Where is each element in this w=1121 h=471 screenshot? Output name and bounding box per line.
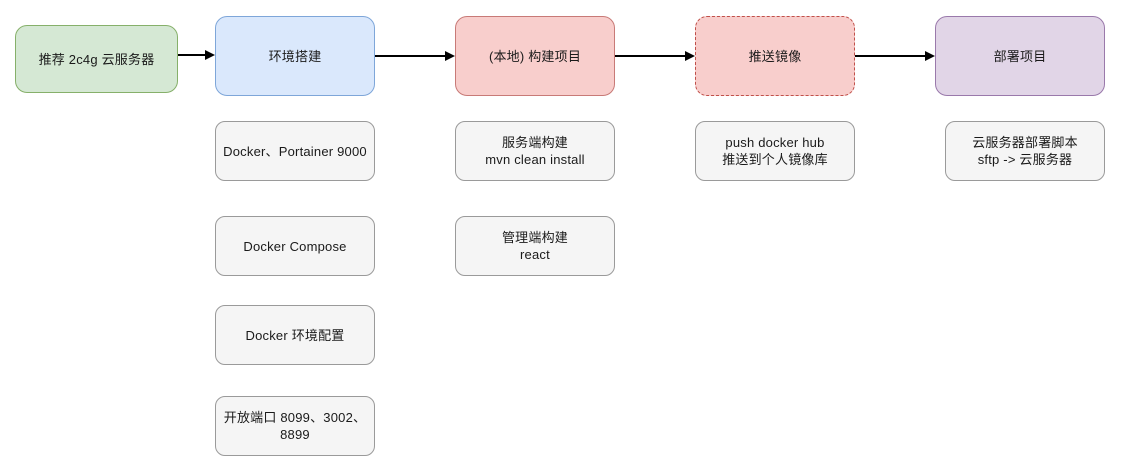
stage-node-deploy-project[interactable]: 部署项目 xyxy=(935,16,1105,96)
detail-node-docker-compose[interactable]: Docker Compose xyxy=(215,216,375,276)
detail-label-docker-compose: Docker Compose xyxy=(243,238,347,254)
detail-label-docker-config: Docker 环境配置 xyxy=(245,327,345,343)
stage-label-push-image: 推送镜像 xyxy=(748,48,802,64)
arrowhead-env-setup-to-build-project xyxy=(445,51,455,61)
stage-node-env-setup[interactable]: 环境搭建 xyxy=(215,16,375,96)
detail-label-server-build: 服务端构建 mvn clean install xyxy=(485,135,585,167)
arrowhead-recommend-to-env-setup xyxy=(205,50,215,60)
stage-label-deploy-project: 部署项目 xyxy=(993,48,1047,64)
stage-node-build-project[interactable]: (本地) 构建项目 xyxy=(455,16,615,96)
stage-node-push-image[interactable]: 推送镜像 xyxy=(695,16,855,96)
detail-label-docker-portainer: Docker、Portainer 9000 xyxy=(223,143,367,159)
detail-node-server-build[interactable]: 服务端构建 mvn clean install xyxy=(455,121,615,181)
edge-push-image-to-deploy-project xyxy=(855,55,925,57)
edge-build-project-to-push-image xyxy=(615,55,685,57)
detail-node-deploy-script[interactable]: 云服务器部署脚本 sftp -> 云服务器 xyxy=(945,121,1105,181)
stage-label-build-project: (本地) 构建项目 xyxy=(488,48,582,64)
stage-label-env-setup: 环境搭建 xyxy=(268,48,322,64)
edge-recommend-to-env-setup xyxy=(178,54,205,56)
detail-node-admin-build[interactable]: 管理端构建 react xyxy=(455,216,615,276)
detail-label-push-docker-hub: push docker hub 推送到个人镜像库 xyxy=(722,135,828,167)
detail-node-docker-portainer[interactable]: Docker、Portainer 9000 xyxy=(215,121,375,181)
arrowhead-push-image-to-deploy-project xyxy=(925,51,935,61)
detail-node-docker-config[interactable]: Docker 环境配置 xyxy=(215,305,375,365)
detail-label-open-ports: 开放端口 8099、3002、8899 xyxy=(223,410,367,442)
arrowhead-build-project-to-push-image xyxy=(685,51,695,61)
stage-node-recommend[interactable]: 推荐 2c4g 云服务器 xyxy=(15,25,178,93)
detail-label-admin-build: 管理端构建 react xyxy=(501,230,568,262)
edge-env-setup-to-build-project xyxy=(375,55,445,57)
stage-label-recommend: 推荐 2c4g 云服务器 xyxy=(38,51,155,67)
detail-label-deploy-script: 云服务器部署脚本 sftp -> 云服务器 xyxy=(972,135,1078,167)
detail-node-open-ports[interactable]: 开放端口 8099、3002、8899 xyxy=(215,396,375,456)
detail-node-push-docker-hub[interactable]: push docker hub 推送到个人镜像库 xyxy=(695,121,855,181)
